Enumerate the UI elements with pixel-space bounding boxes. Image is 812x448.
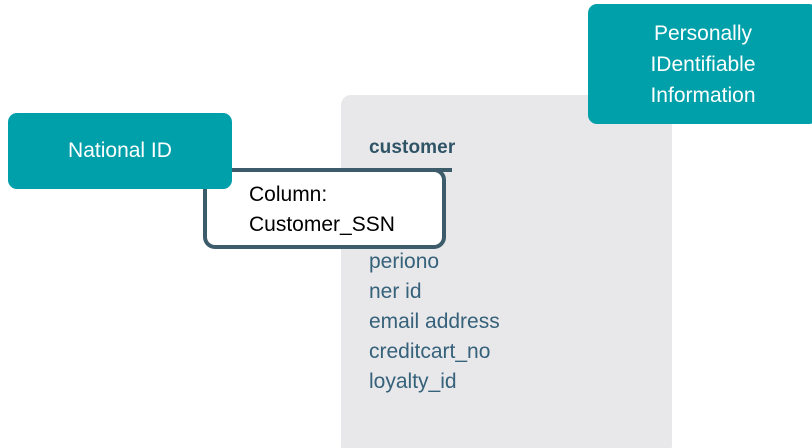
tag-national-id[interactable]: National ID: [8, 113, 232, 189]
table-field-row: loyalty_id: [369, 370, 457, 393]
tag-personally-identifiable-information[interactable]: Personally IDentifiable Information: [588, 4, 812, 124]
table-field-row: creditcart_no: [369, 340, 491, 363]
table-field-list: riod_id id periono ner id email address …: [369, 187, 659, 397]
tag-national-id-label: National ID: [68, 139, 172, 162]
column-callout-box[interactable]: Column: Customer_SSN: [203, 168, 446, 249]
table-title: customer: [369, 137, 456, 158]
table-field-row: periono: [369, 250, 440, 273]
table-field-row: ner id: [369, 280, 422, 303]
column-callout-label: Column: Customer_SSN: [249, 183, 395, 236]
table-field-row: email address: [369, 310, 500, 333]
customer-table-panel: customer riod_id id periono ner id email…: [341, 95, 672, 448]
tag-pii-label: Personally IDentifiable Information: [650, 21, 756, 107]
